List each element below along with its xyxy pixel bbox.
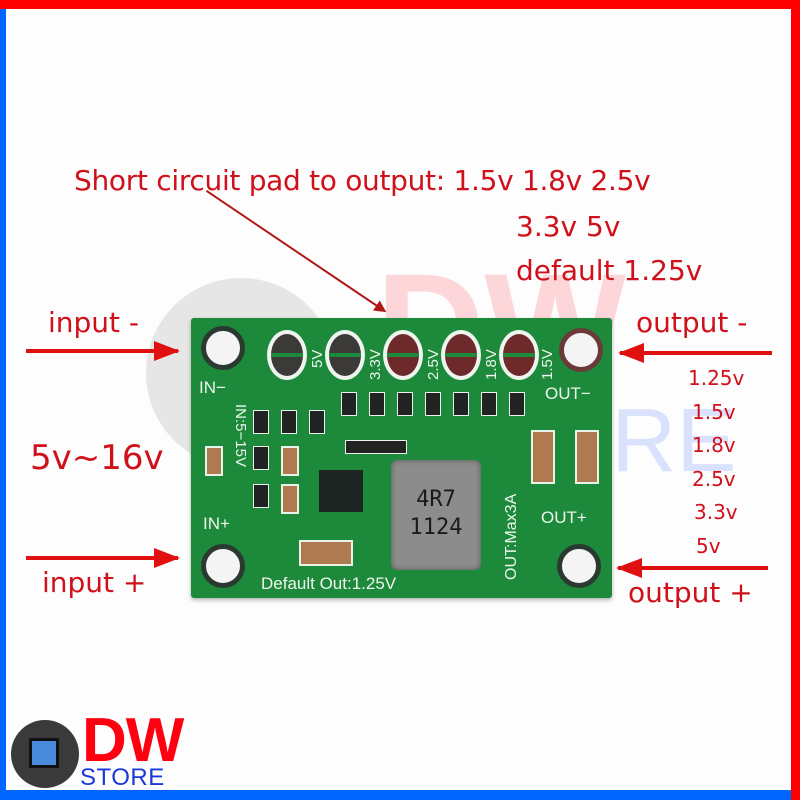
output-plus-arrow-icon: [616, 558, 768, 578]
annotation-title-line2: 3.3v 5v: [516, 210, 621, 243]
resistor: [309, 410, 325, 434]
output-voltage-item: 2.5v: [692, 466, 736, 491]
pad-label-3v3: 3.3V: [367, 349, 384, 380]
resistor: [253, 446, 269, 470]
annotation-title-line3: default 1.25v: [516, 254, 703, 287]
inductor-marking-line2: 1124: [409, 515, 463, 540]
annotation-title: Short circuit pad to output: 1.5v 1.8v 2…: [74, 164, 651, 197]
input-range-label: 5v~16v: [30, 438, 164, 478]
frame-bottom-border: [0, 790, 791, 800]
inductor: 4R7 1124: [391, 460, 481, 570]
inductor-marking-line1: 4R7: [416, 487, 456, 512]
short-pad-1v8: [441, 330, 481, 380]
capacitor: [205, 446, 223, 476]
resistor: [281, 410, 297, 434]
regulator-ic: [319, 470, 363, 512]
resistor: [425, 392, 441, 416]
default-out-silk: Default Out:1.25V: [261, 574, 397, 593]
logo-sub: STORE: [80, 764, 165, 791]
pad-label-5v: 5V: [309, 349, 326, 368]
inductor-marking: 4R7 1124: [407, 486, 465, 542]
in-plus-hole: [201, 544, 245, 588]
out-plus-silk: OUT+: [541, 508, 587, 527]
capacitor: [281, 484, 299, 514]
in-plus-silk: IN+: [203, 514, 230, 533]
output-minus-label: output -: [636, 306, 748, 339]
frame-right-border: [791, 0, 800, 800]
resistor: [345, 440, 407, 454]
logo-brand: DW: [82, 706, 184, 775]
output-plus-label: output +: [628, 576, 753, 609]
frame-left-border: [0, 9, 6, 800]
resistor: [341, 392, 357, 416]
output-minus-arrow-icon: [618, 343, 772, 363]
resistor: [397, 392, 413, 416]
output-voltage-item: 5v: [696, 533, 721, 558]
capacitor: [299, 540, 353, 566]
frame-top-border: [0, 0, 800, 9]
capacitor: [281, 446, 299, 476]
pad-label-2v5: 2.5V: [425, 349, 442, 380]
short-pad-5v: [267, 330, 307, 380]
output-voltage-item: 1.5v: [692, 399, 736, 424]
resistor: [253, 484, 269, 508]
input-minus-arrow-icon: [26, 341, 180, 361]
output-voltage-item: 1.8v: [692, 433, 736, 457]
input-plus-label: input +: [42, 566, 147, 599]
short-pad-2v5: [383, 330, 423, 380]
chip-icon: [29, 738, 59, 768]
in-minus-hole: [201, 326, 245, 370]
resistor: [369, 392, 385, 416]
pcb-board: 5V 3.3V 2.5V 1.8V 1.5V IN− OUT− IN+ OUT+…: [191, 318, 612, 598]
in-minus-silk: IN−: [199, 378, 226, 397]
output-voltage-list: 1.25v 1.5v 1.8v 2.5v 3.3v 5v: [688, 366, 768, 567]
resistor: [453, 392, 469, 416]
short-pad-1v5: [499, 330, 539, 380]
input-spec-silk: IN:5−15V: [232, 404, 249, 467]
input-minus-label: input -: [48, 306, 140, 339]
output-voltage-item: 1.25v: [688, 366, 745, 390]
resistor: [253, 410, 269, 434]
short-pad-3v3: [325, 330, 365, 380]
resistor: [481, 392, 497, 416]
out-minus-silk: OUT−: [545, 384, 591, 403]
resistor: [509, 392, 525, 416]
input-plus-arrow-icon: [26, 548, 180, 568]
out-plus-hole: [557, 544, 601, 588]
out-minus-hole: [559, 328, 603, 372]
pad-label-1v5: 1.5V: [539, 349, 556, 380]
output-voltage-item: 3.3v: [694, 500, 738, 524]
pad-label-1v8: 1.8V: [483, 349, 500, 380]
output-spec-silk: OUT:Max3A: [503, 493, 520, 580]
capacitor: [575, 430, 599, 484]
capacitor: [531, 430, 555, 484]
